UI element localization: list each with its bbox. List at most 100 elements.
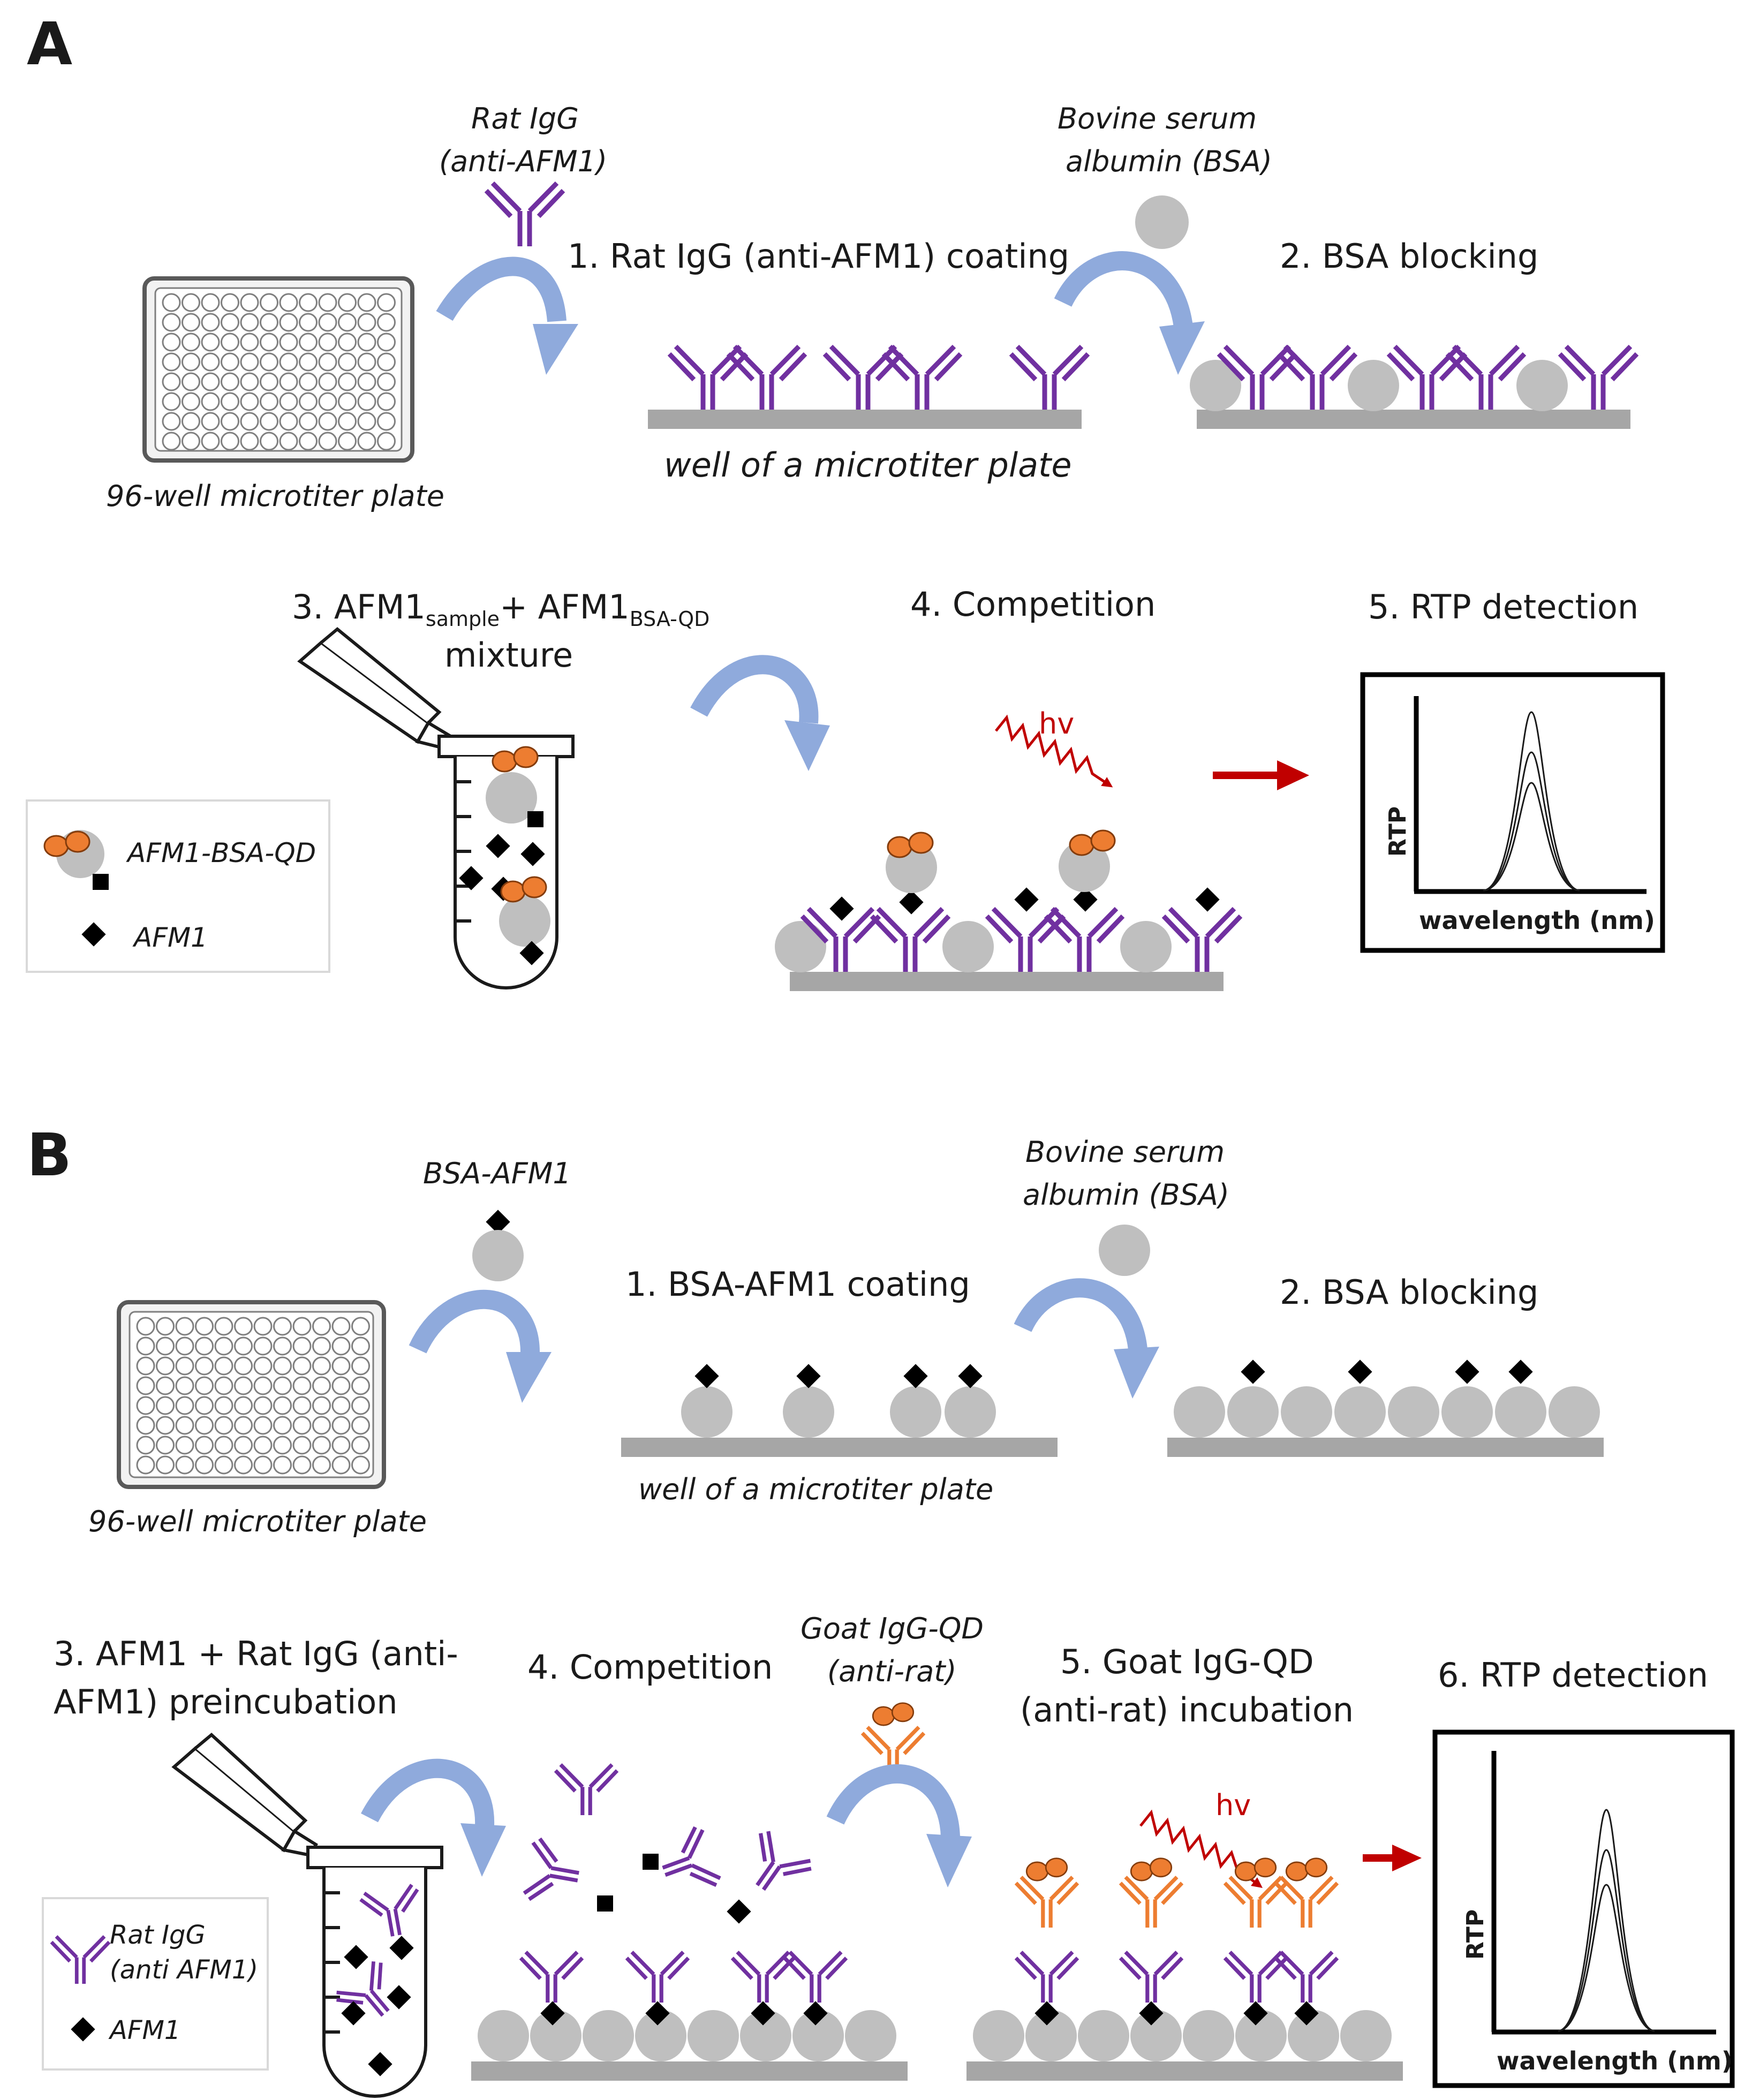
well-circle	[318, 333, 337, 352]
well-circle	[162, 392, 181, 411]
goat-label-1: Goat IgG-QD	[801, 1612, 984, 1645]
bsa-icon	[1235, 2010, 1287, 2061]
goat-antibody-icon	[1016, 1877, 1077, 1928]
curved-arrow-icon	[1054, 251, 1193, 328]
step-4-label-a: 4. Competition	[910, 585, 1156, 624]
well-circle	[182, 372, 200, 391]
well-circle	[292, 1336, 312, 1356]
well-circle	[136, 1336, 155, 1356]
antibody-icon	[1011, 346, 1088, 410]
well-label-b: well of a microtiter plate	[638, 1472, 993, 1506]
well-circle	[299, 293, 318, 312]
legend-a: AFM1-BSA-QD AFM1	[26, 799, 330, 973]
antibody-icon	[1016, 1952, 1077, 2003]
well-circle	[273, 1396, 292, 1415]
well-circle	[292, 1455, 312, 1475]
antibody-icon	[1388, 346, 1466, 410]
bsa-icon	[1130, 2010, 1182, 2061]
well-circle	[312, 1336, 331, 1356]
well-circle	[351, 1376, 370, 1395]
pipette-icon	[171, 1733, 318, 1857]
well-surface	[621, 1438, 1058, 1457]
rat-igg-label-a-1: Rat IgG	[471, 102, 579, 135]
well-circle	[377, 432, 396, 451]
well-circle	[234, 1376, 253, 1395]
well-circle	[260, 392, 278, 411]
well-circle	[273, 1356, 292, 1376]
well-circle	[156, 1416, 175, 1435]
step-3-label-b-2: AFM1) preincubation	[54, 1682, 398, 1721]
well-circle	[221, 313, 239, 332]
bsa-icon	[1190, 360, 1241, 411]
bsa-icon	[1549, 1386, 1600, 1438]
well-circle	[253, 1317, 273, 1336]
well-surface	[471, 2061, 908, 2081]
well-circle	[214, 1317, 233, 1336]
microplate-a	[142, 276, 414, 463]
well-circle	[201, 432, 220, 451]
well-circle	[338, 372, 357, 391]
well-circle	[136, 1436, 155, 1455]
test-tube-icon	[306, 1846, 443, 2098]
well-circle	[260, 372, 278, 391]
bsa-label-b-1: Bovine serum	[1025, 1135, 1225, 1169]
well-circle	[162, 333, 181, 352]
well-circle	[292, 1396, 312, 1415]
well-circle	[279, 333, 298, 352]
plate-label-b: 96-well microtiter plate	[88, 1505, 427, 1538]
well-circle	[214, 1455, 233, 1475]
bsa-label-a-2: albumin (BSA)	[1066, 145, 1272, 178]
legend-conjugate-label: AFM1-BSA-QD	[126, 837, 316, 868]
well-circle	[214, 1436, 233, 1455]
well-circle	[279, 432, 298, 451]
well-circle	[214, 1336, 233, 1356]
bsa-row	[973, 2010, 1392, 2061]
well-circle	[377, 293, 396, 312]
well-circle	[195, 1455, 214, 1475]
well-circle	[351, 1396, 370, 1415]
goat-antibody-icon	[1120, 1877, 1182, 1928]
well-circle	[318, 313, 337, 332]
well-circle	[175, 1336, 194, 1356]
well-circle	[279, 293, 298, 312]
bsa-icon	[775, 921, 826, 972]
well-circle	[162, 313, 181, 332]
well-circle	[357, 352, 376, 372]
quantum-dot-icon	[1130, 1857, 1173, 1882]
well-circle	[240, 392, 259, 411]
curved-arrow-head-icon	[506, 1352, 552, 1403]
step-6-label-b: 6. RTP detection	[1438, 1656, 1708, 1695]
chart-y-label-b: RTP	[1462, 1909, 1489, 1960]
well-circle	[338, 412, 357, 431]
bsa-icon	[1120, 921, 1172, 972]
well-circle	[357, 432, 376, 451]
well-circle	[260, 333, 278, 352]
well-circle	[318, 293, 337, 312]
well-circle	[357, 372, 376, 391]
well-circle	[195, 1376, 214, 1395]
well-circle	[377, 352, 396, 372]
well-label-a: well of a microtiter plate	[664, 445, 1072, 485]
well-circle	[156, 1317, 175, 1336]
bsa-icon	[681, 1386, 732, 1438]
bsa-label-b-2: albumin (BSA)	[1023, 1178, 1229, 1212]
bsa-icon	[1025, 2010, 1077, 2061]
bsa-icon	[478, 2010, 529, 2061]
antibody-icon	[626, 1952, 688, 2003]
bsa-icon	[1078, 2010, 1129, 2061]
bsa-icon	[845, 2010, 896, 2061]
antibody-icon	[555, 1765, 617, 1815]
well-circle	[240, 372, 259, 391]
well-circle	[162, 293, 181, 312]
legend-afm1-label-b: AFM1	[108, 2015, 180, 2045]
well-circle	[260, 412, 278, 431]
well-circle	[240, 432, 259, 451]
bsa-icon	[1340, 2010, 1392, 2061]
step-3-label-b-1: 3. AFM1 + Rat IgG (anti-	[54, 1634, 458, 1673]
well-circle	[214, 1416, 233, 1435]
well-circle	[214, 1396, 233, 1415]
legend-b: Rat IgG (anti AFM1) AFM1	[42, 1897, 269, 2071]
well-circle	[253, 1396, 273, 1415]
well-circle	[299, 432, 318, 451]
step-2-label-a: 2. BSA blocking	[1280, 237, 1538, 276]
